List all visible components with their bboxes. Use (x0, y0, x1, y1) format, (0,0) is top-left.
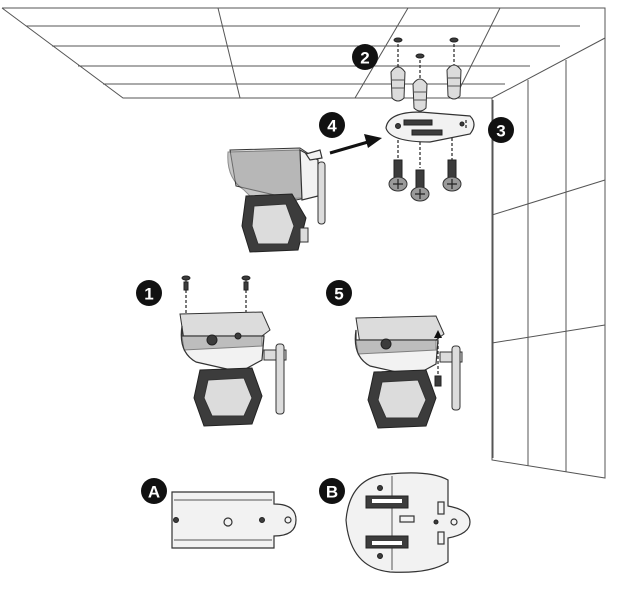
anchor-plug-icon (390, 64, 462, 112)
camera-step-1 (179, 275, 287, 427)
camera-upper (227, 147, 326, 253)
svg-text:3: 3 (496, 122, 505, 141)
part-badge-b: B (319, 478, 345, 504)
part-b-round-plate (345, 472, 471, 573)
svg-text:A: A (148, 483, 160, 502)
svg-text:5: 5 (334, 285, 343, 304)
room-perspective (1, 7, 606, 479)
camera-step-5 (354, 315, 463, 429)
part-a-bracket (171, 491, 297, 549)
step-badge-3: 3 (488, 117, 514, 143)
svg-text:1: 1 (144, 285, 153, 304)
step-badge-5: 5 (326, 280, 352, 306)
step-badge-2: 2 (352, 44, 378, 70)
plate-screws (388, 159, 462, 202)
screw-icon (393, 37, 459, 59)
svg-text:4: 4 (327, 117, 337, 136)
ceiling-mounting-plate (385, 111, 475, 168)
wall-anchors (390, 37, 462, 112)
svg-text:2: 2 (360, 49, 369, 68)
step-badge-1: 1 (136, 280, 162, 306)
step-badge-4: 4 (319, 112, 345, 138)
part-badge-a: A (141, 478, 167, 504)
svg-text:B: B (326, 483, 338, 502)
arrow-icon (329, 134, 382, 155)
